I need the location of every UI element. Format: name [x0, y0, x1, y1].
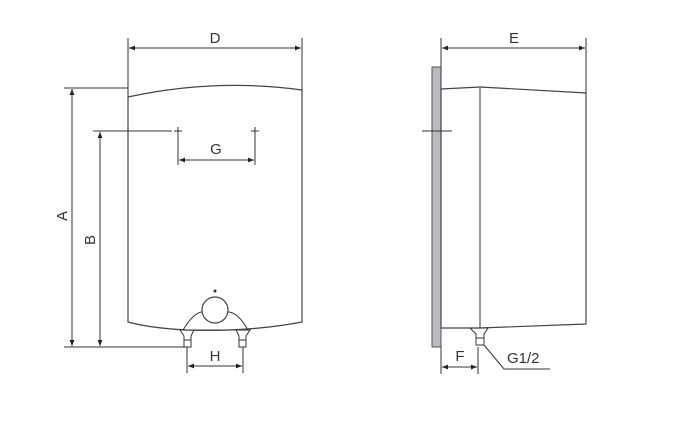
label-a: A	[54, 211, 71, 221]
front-view: D A B G H	[54, 30, 303, 373]
label-d: D	[210, 30, 221, 47]
mounting-points	[174, 127, 259, 165]
heater-body-front	[127, 84, 303, 331]
label-h: H	[210, 348, 221, 365]
label-g: G	[210, 141, 222, 158]
heater-body-side	[440, 86, 587, 329]
thermostat-knob	[201, 296, 229, 324]
leader-line-g12	[483, 344, 550, 370]
label-b: B	[82, 235, 99, 245]
indicator-dot	[213, 289, 217, 293]
label-f: F	[455, 348, 464, 365]
wall-plate	[431, 66, 442, 348]
side-view: E F G1/2	[422, 30, 587, 374]
label-g12: G1/2	[507, 350, 540, 367]
bottom-fittings	[179, 289, 251, 348]
label-e: E	[509, 30, 519, 47]
